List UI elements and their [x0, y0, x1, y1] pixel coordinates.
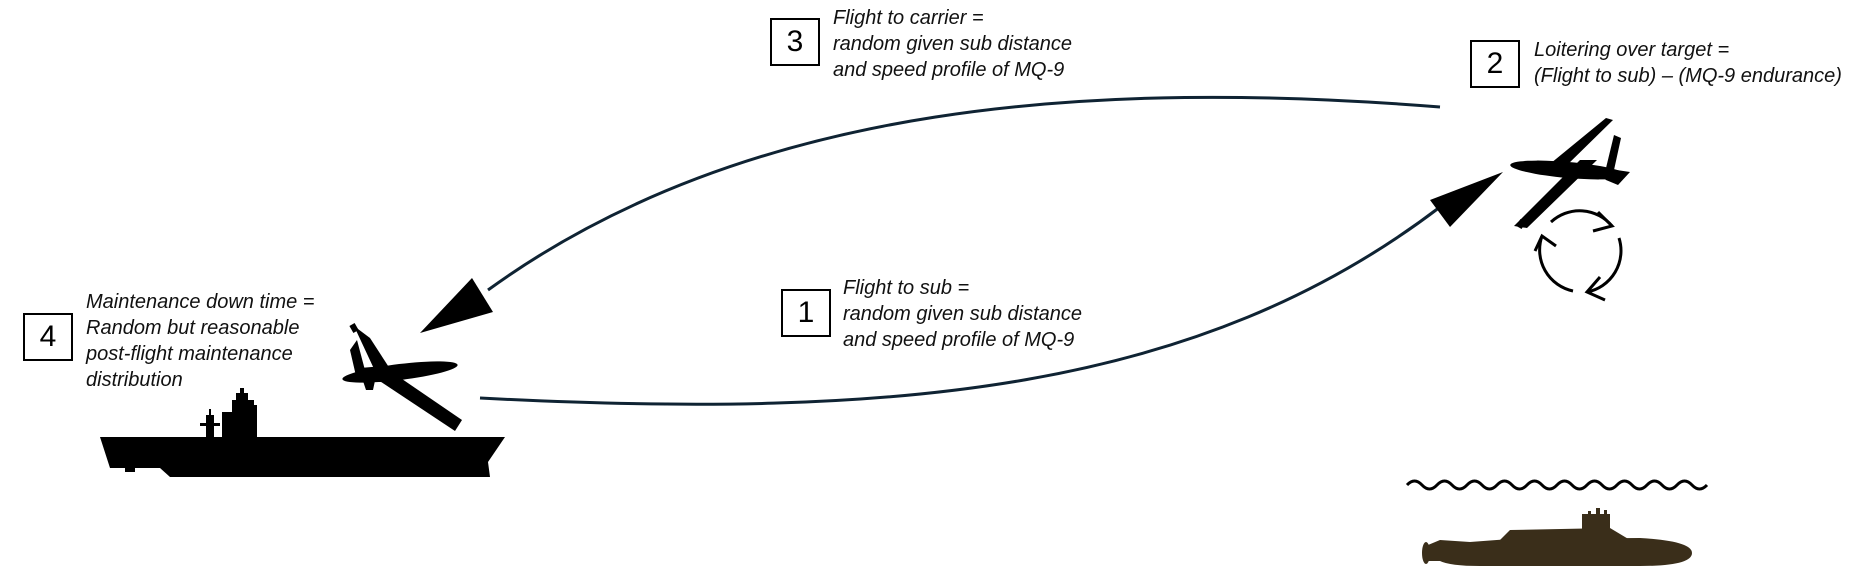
step-4-label: Maintenance down time = Random but reaso…	[86, 289, 314, 393]
step-4-line: Random but reasonable	[86, 317, 300, 339]
aircraft-carrier-icon	[100, 388, 505, 477]
step-4-line: distribution	[86, 369, 183, 391]
step-4-line: Maintenance down time =	[86, 291, 315, 313]
step-1-line: and speed profile of MQ-9	[843, 329, 1075, 351]
step-3-label: Flight to carrier = random given sub dis…	[833, 5, 1072, 83]
step-1-label: Flight to sub = random given sub distanc…	[843, 275, 1082, 353]
flight-to-carrier-arrowhead	[420, 278, 493, 333]
step-3-line: Flight to carrier =	[833, 7, 984, 29]
step-4-number-box: 4	[23, 313, 73, 361]
flight-to-carrier-arrow	[487, 95, 1441, 292]
submarine-icon	[1422, 508, 1692, 566]
step-3-number-box: 3	[770, 18, 820, 66]
step-2-label: Loitering over target = (Flight to sub) …	[1534, 37, 1842, 89]
step-1-line: Flight to sub =	[843, 277, 970, 299]
step-1-number-box: 1	[781, 289, 831, 337]
step-2-number-box: 2	[1470, 40, 1520, 88]
water-surface-icon	[1405, 479, 1709, 491]
step-2-line: Loitering over target =	[1534, 39, 1730, 61]
step-4-line: post-flight maintenance	[86, 343, 293, 365]
step-3-line: and speed profile of MQ-9	[833, 59, 1065, 81]
flight-to-sub-arrowhead	[1430, 172, 1503, 227]
loiter-cycle-icon	[1533, 209, 1623, 302]
mq9-drone-icon	[1510, 118, 1630, 229]
step-1-line: random given sub distance	[843, 303, 1083, 325]
step-3-line: random given sub distance	[833, 33, 1073, 55]
mq9-drone-icon	[342, 323, 462, 431]
flight-to-sub-arrow	[479, 205, 1441, 406]
step-2-line: (Flight to sub) – (MQ-9 endurance)	[1534, 65, 1842, 87]
